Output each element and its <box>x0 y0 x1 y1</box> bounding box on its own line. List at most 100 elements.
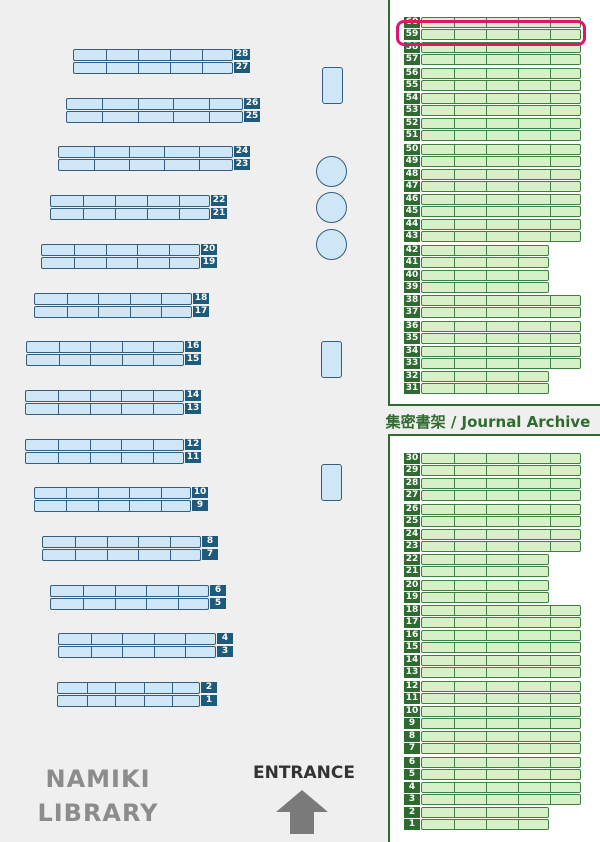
archive-shelf[interactable] <box>421 528 581 540</box>
bookshelf[interactable] <box>58 146 233 159</box>
archive-shelf[interactable] <box>421 307 581 319</box>
archive-shelf[interactable] <box>421 219 581 231</box>
archive-shelf[interactable] <box>421 371 549 383</box>
archive-shelf[interactable] <box>421 130 581 142</box>
bookshelf[interactable] <box>42 536 201 548</box>
bookshelf[interactable] <box>58 159 233 172</box>
archive-shelf[interactable] <box>421 616 581 628</box>
bookshelf[interactable] <box>34 500 191 513</box>
archive-shelf[interactable] <box>421 630 581 642</box>
archive-shelf[interactable] <box>421 194 581 206</box>
archive-shelf-number-label: 38 <box>404 295 420 307</box>
reading-table-3[interactable] <box>321 464 342 501</box>
archive-shelf[interactable] <box>421 357 581 369</box>
archive-shelf[interactable] <box>421 282 549 293</box>
archive-shelf[interactable] <box>421 706 581 717</box>
bookshelf[interactable] <box>26 341 184 354</box>
bookshelf[interactable] <box>25 389 184 402</box>
archive-shelf[interactable] <box>421 655 581 667</box>
archive-shelf-number-label: 23 <box>404 540 420 552</box>
archive-shelf[interactable] <box>421 453 581 464</box>
shelf-number-label: 8 <box>202 536 218 547</box>
bookshelf[interactable] <box>25 438 184 451</box>
archive-shelf[interactable] <box>421 566 549 578</box>
bookshelf[interactable] <box>73 49 233 61</box>
archive-shelf[interactable] <box>421 118 581 130</box>
shelf-section <box>454 567 455 577</box>
archive-shelf-number-label: 20 <box>404 579 420 591</box>
archive-shelf[interactable] <box>421 42 581 54</box>
archive-shelf[interactable] <box>421 295 581 307</box>
archive-shelf[interactable] <box>421 604 581 616</box>
archive-shelf[interactable] <box>421 768 581 780</box>
bookshelf[interactable] <box>50 597 209 610</box>
archive-shelf[interactable] <box>421 731 581 743</box>
archive-shelf[interactable] <box>421 206 581 218</box>
bookshelf[interactable] <box>25 451 184 464</box>
archive-shelf[interactable] <box>421 680 581 692</box>
archive-shelf[interactable] <box>421 54 581 66</box>
bookshelf[interactable] <box>41 243 200 256</box>
bookshelf[interactable] <box>50 584 209 597</box>
archive-shelf[interactable] <box>421 383 549 395</box>
round-table-3[interactable] <box>316 229 347 260</box>
reading-table-1[interactable] <box>322 67 343 104</box>
archive-shelf[interactable] <box>421 807 549 819</box>
bookshelf[interactable] <box>58 633 216 646</box>
bookshelf[interactable] <box>42 549 201 561</box>
archive-shelf[interactable] <box>421 155 581 167</box>
bookshelf[interactable] <box>57 695 200 708</box>
archive-shelf[interactable] <box>421 515 581 527</box>
archive-shelf[interactable] <box>421 718 581 729</box>
archive-shelf[interactable] <box>421 503 581 515</box>
bookshelf[interactable] <box>34 292 192 305</box>
bookshelf[interactable] <box>34 487 191 500</box>
archive-shelf[interactable] <box>421 591 549 603</box>
archive-shelf[interactable] <box>421 256 549 268</box>
archive-shelf[interactable] <box>421 67 581 79</box>
bookshelf[interactable] <box>58 646 216 659</box>
archive-shelf[interactable] <box>421 332 581 344</box>
archive-shelf[interactable] <box>421 79 581 91</box>
archive-shelf[interactable] <box>421 168 581 180</box>
archive-shelf[interactable] <box>421 793 581 805</box>
archive-shelf[interactable] <box>421 743 581 755</box>
bookshelf[interactable] <box>25 402 184 415</box>
archive-shelf[interactable] <box>421 143 581 155</box>
archive-shelf[interactable] <box>421 180 581 192</box>
bookshelf[interactable] <box>50 195 210 208</box>
archive-shelf[interactable] <box>421 244 549 256</box>
archive-shelf[interactable] <box>421 819 549 831</box>
bookshelf[interactable] <box>66 110 243 123</box>
archive-shelf[interactable] <box>421 667 581 679</box>
bookshelf[interactable] <box>57 682 200 695</box>
archive-shelf[interactable] <box>421 92 581 104</box>
archive-shelf[interactable] <box>421 540 581 552</box>
bookshelf[interactable] <box>34 305 192 318</box>
archive-shelf[interactable] <box>421 490 581 502</box>
bookshelf[interactable] <box>66 97 243 110</box>
archive-shelf[interactable] <box>421 756 581 768</box>
shelf-section <box>153 647 155 658</box>
bookshelf[interactable] <box>26 354 184 367</box>
bookshelf[interactable] <box>41 256 200 269</box>
reading-table-2[interactable] <box>321 341 342 378</box>
archive-shelf[interactable] <box>421 554 549 566</box>
bookshelf[interactable] <box>50 208 210 221</box>
archive-shelf[interactable] <box>421 579 549 591</box>
archive-shelf[interactable] <box>421 320 581 332</box>
archive-shelf[interactable] <box>421 104 581 116</box>
archive-shelf[interactable] <box>421 781 581 793</box>
archive-shelf[interactable] <box>421 478 581 490</box>
round-table-2[interactable] <box>316 192 347 223</box>
archive-shelf[interactable] <box>421 231 581 243</box>
round-table-1[interactable] <box>316 156 347 187</box>
archive-shelf[interactable] <box>421 642 581 654</box>
archive-shelf[interactable] <box>421 345 581 357</box>
archive-shelf[interactable] <box>421 465 581 476</box>
shelf-section <box>121 390 123 401</box>
bookshelf[interactable] <box>73 62 233 74</box>
archive-shelf[interactable] <box>421 692 581 704</box>
archive-shelf[interactable] <box>421 270 549 281</box>
archive-shelf[interactable] <box>421 29 581 40</box>
